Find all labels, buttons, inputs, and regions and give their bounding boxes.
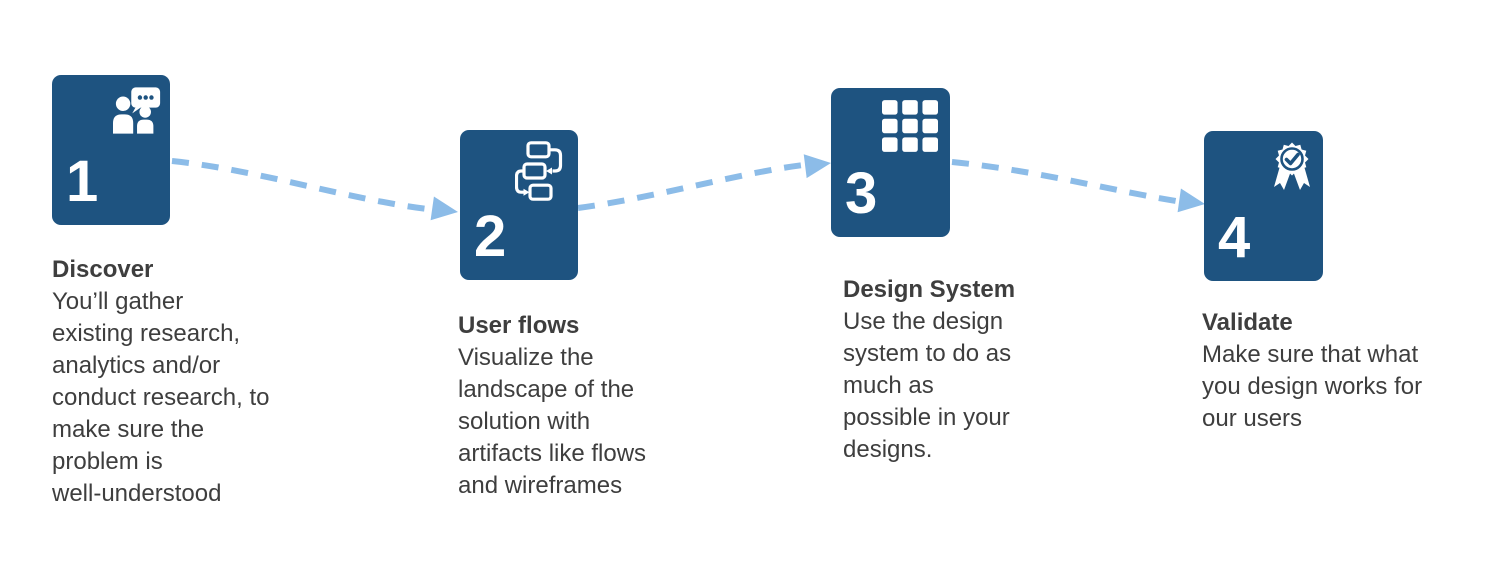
step-description: Use the design system to do as much as p… [843, 308, 1012, 463]
arrowhead-icon [430, 196, 458, 221]
arrowhead-icon [803, 154, 831, 179]
step-text-user-flows: User flows Visualize the landscape of th… [458, 310, 728, 502]
connector-arrow-2-3 [577, 154, 831, 211]
connector-arrow-1-2 [171, 158, 458, 221]
step-card-user-flows: 2 [460, 130, 578, 280]
step-number: 3 [845, 161, 878, 226]
award-icon [1268, 140, 1316, 197]
step-description: Visualize the landscape of the solution … [458, 344, 647, 499]
step-title: Validate [1202, 309, 1293, 336]
step-title: User flows [458, 312, 580, 339]
step-card-discover: 1 [52, 75, 170, 225]
step-text-design-system: Design System Use the design system to d… [843, 274, 1093, 466]
step-title: Design System [843, 276, 1016, 303]
step-title: Discover [52, 256, 154, 283]
grid-icon [882, 100, 938, 157]
step-card-design-system: 3 [831, 88, 950, 237]
step-description: You’ll gather existing research, analyti… [52, 288, 270, 507]
connector-arrow-3-4 [951, 159, 1205, 213]
step-number: 1 [66, 149, 99, 214]
arrowhead-icon [1177, 188, 1205, 213]
step-text-validate: Validate Make sure that what you design … [1202, 307, 1472, 435]
flow-diagram-icon [514, 141, 563, 206]
step-number: 4 [1218, 205, 1251, 270]
step-card-validate: 4 [1204, 131, 1323, 281]
conversation-icon [113, 87, 163, 139]
step-description: Make sure that what you design works for… [1202, 341, 1423, 432]
step-text-discover: Discover You’ll gather existing research… [52, 254, 322, 510]
step-number: 2 [474, 204, 507, 269]
